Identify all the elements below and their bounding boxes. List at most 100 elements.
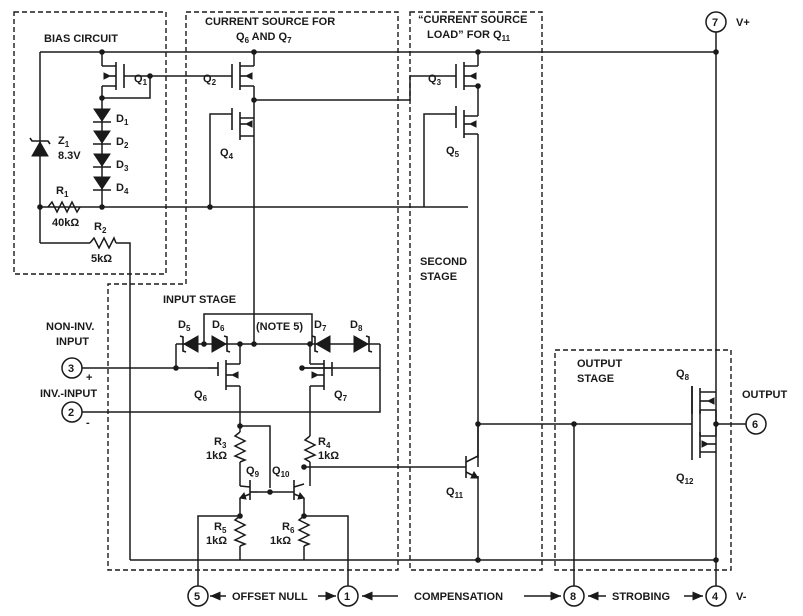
diode-d7	[311, 335, 331, 353]
offset-null-label: OFFSET NULL	[232, 591, 308, 603]
bottom-annotations: OFFSET NULL COMPENSATION STROBING	[210, 591, 703, 603]
current-source-box	[107, 11, 399, 571]
pin-6-label: OUTPUT	[742, 389, 788, 401]
d8-label: D8	[350, 319, 363, 333]
diode-d6	[211, 335, 231, 353]
q3-label: Q3	[428, 73, 442, 87]
bias-circuit-box	[13, 11, 167, 275]
bias-circuit-label: BIAS CIRCUIT	[44, 33, 118, 45]
resistor-r4	[303, 435, 317, 463]
second-stage-box	[409, 11, 543, 571]
r3-label: R3	[214, 436, 227, 450]
input-stage-label: INPUT STAGE	[163, 294, 236, 306]
resistor-r3	[233, 431, 248, 463]
pin-4-label: V-	[736, 591, 747, 603]
q8-transistor	[690, 386, 715, 460]
r2-label: R2	[94, 221, 107, 235]
q2-label: Q2	[203, 73, 217, 87]
svg-text:8: 8	[570, 591, 576, 603]
r3-value: 1kΩ	[206, 450, 227, 462]
q12-label: Q12	[676, 472, 694, 486]
q11-transistor	[465, 455, 479, 479]
diode-d5	[179, 335, 199, 353]
r4-label: R4	[318, 436, 331, 450]
second-stage-label-2: STAGE	[420, 271, 457, 283]
r5-label: R5	[214, 521, 227, 535]
diode-d4	[93, 176, 111, 191]
q5-transistor	[455, 106, 477, 138]
svg-text:6: 6	[752, 419, 758, 431]
resistor-r2	[89, 236, 117, 250]
q10-transistor	[293, 480, 305, 500]
svg-text:1: 1	[344, 591, 350, 603]
pin-7: 7	[705, 11, 727, 33]
output-stage-label-1: OUTPUT	[577, 358, 623, 370]
z1-value: 8.3V	[58, 150, 81, 162]
q1-transistor	[103, 62, 125, 90]
diode-d8	[353, 335, 373, 353]
d4-label: D4	[116, 182, 129, 196]
q7-transistor	[302, 360, 333, 390]
pin-2-sign: -	[86, 417, 90, 429]
note-5-label: (NOTE 5)	[256, 321, 303, 333]
q12-transistor	[699, 432, 716, 458]
svg-text:5: 5	[194, 591, 200, 603]
q1-label: Q1	[134, 73, 148, 87]
output-stage-label-2: STAGE	[577, 373, 614, 385]
current-source-label-1: CURRENT SOURCE FOR	[205, 16, 335, 28]
diode-d2	[93, 130, 111, 145]
pin-3-label-2: INPUT	[56, 336, 89, 348]
load-label-2: LOAD” FOR Q11	[427, 29, 511, 43]
r1-label: R1	[56, 185, 69, 199]
z1-label: Z1	[58, 135, 70, 149]
zener-z1	[29, 137, 51, 157]
q9-transistor	[239, 480, 258, 500]
r4-value: 1kΩ	[318, 450, 339, 462]
load-label-1: “CURRENT SOURCE	[418, 14, 527, 26]
pin-6: 6	[745, 413, 767, 435]
q4-transistor	[231, 108, 253, 140]
pin-8: 8	[563, 585, 585, 607]
r6-value: 1kΩ	[270, 535, 291, 547]
svg-text:3: 3	[68, 363, 74, 375]
pin-2: 2	[61, 401, 83, 423]
d6-label: D6	[212, 319, 225, 333]
pin-5: 5	[187, 585, 209, 607]
svg-text:2: 2	[68, 407, 74, 419]
diode-d1	[93, 108, 111, 123]
output-stage-box	[554, 349, 732, 571]
d1-label: D1	[116, 113, 129, 127]
d3-label: D3	[116, 159, 129, 173]
pin-3-label-1: NON-INV.	[46, 321, 95, 333]
compensation-label: COMPENSATION	[414, 591, 503, 603]
svg-text:4: 4	[712, 591, 719, 603]
wiring	[39, 32, 746, 588]
r6-label: R6	[282, 521, 295, 535]
current-source-label-2: Q6 AND Q7	[236, 31, 292, 45]
q3-transistor	[455, 62, 477, 90]
pin-3: 3	[61, 357, 83, 379]
r2-value: 5kΩ	[91, 253, 112, 265]
q6-transistor	[208, 360, 239, 390]
q10-label: Q10	[272, 465, 290, 479]
d2-label: D2	[116, 136, 129, 150]
resistor-r5	[233, 515, 248, 547]
q6-label: Q6	[194, 389, 208, 403]
q7-label: Q7	[334, 389, 348, 403]
d5-label: D5	[178, 319, 191, 333]
block-outlines	[13, 11, 732, 571]
diode-d3	[93, 153, 111, 168]
r1-value: 40kΩ	[52, 217, 79, 229]
pin-3-sign: +	[86, 372, 92, 384]
q9-label: Q9	[246, 465, 260, 479]
resistor-r6	[297, 515, 312, 547]
pin-1: 1	[337, 585, 359, 607]
q11-label: Q11	[446, 486, 464, 500]
pin-2-label: INV.-INPUT	[40, 388, 97, 400]
resistor-r1	[47, 200, 81, 214]
pin-4: 4	[705, 585, 727, 607]
second-stage-label-1: SECOND	[420, 256, 467, 268]
q4-label: Q4	[220, 147, 234, 161]
q8-label: Q8	[676, 368, 690, 382]
strobing-label: STROBING	[612, 591, 670, 603]
